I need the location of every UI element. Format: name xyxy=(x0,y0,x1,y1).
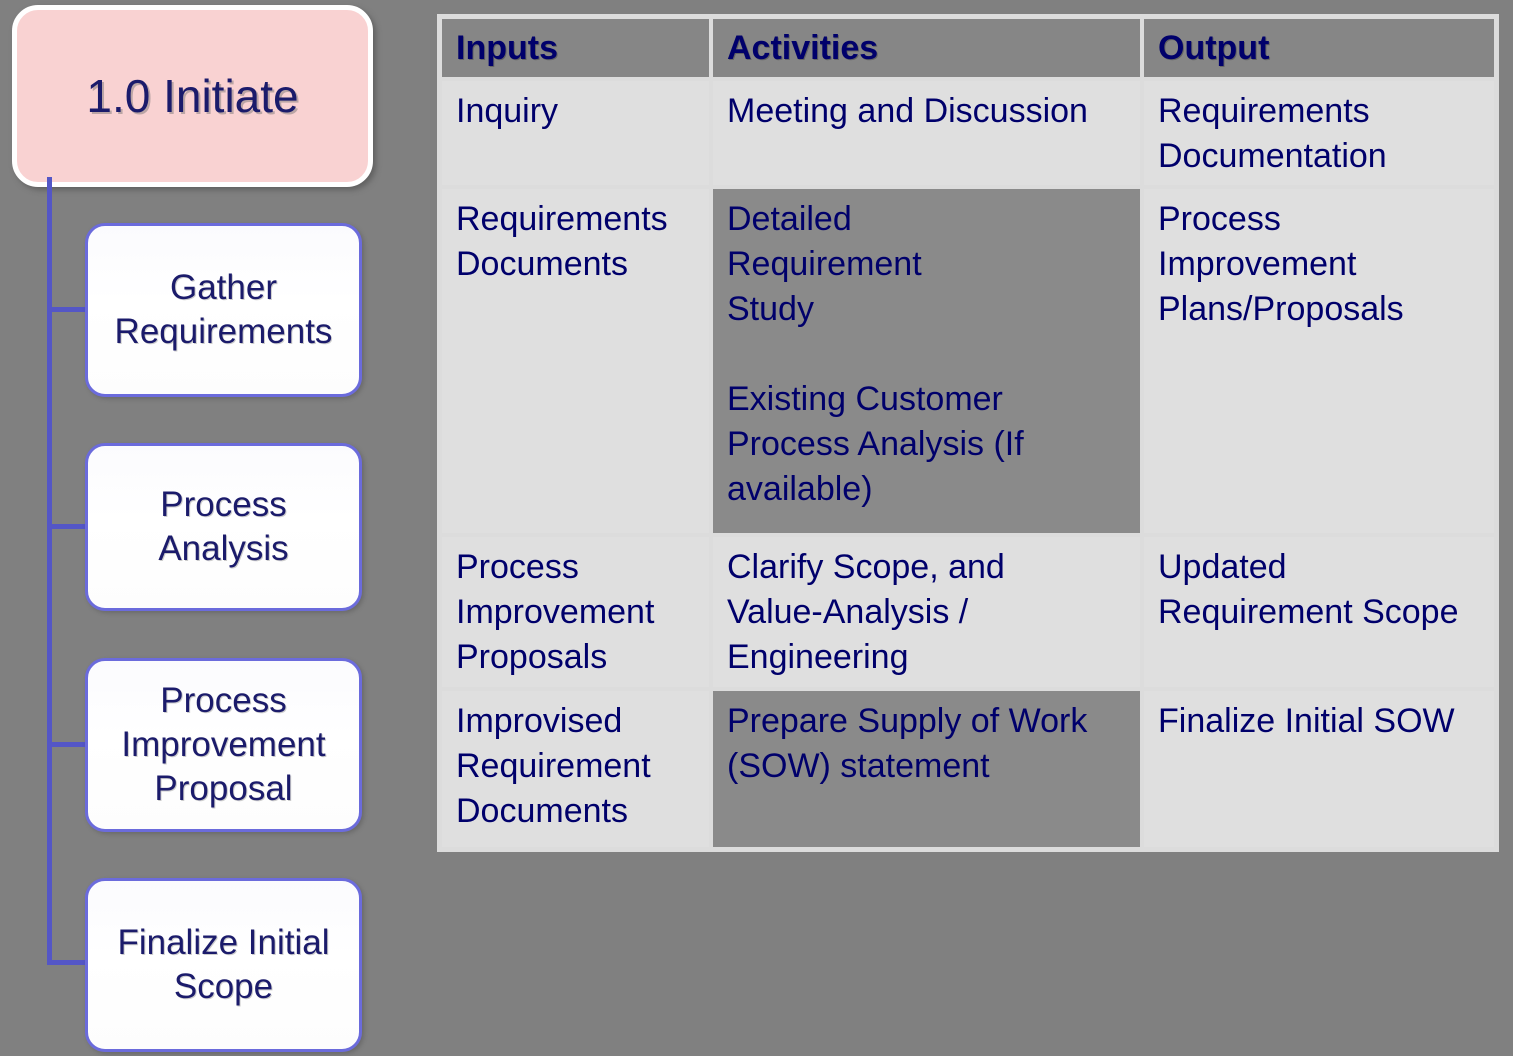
column-header-activities: Activities xyxy=(713,19,1140,77)
table-cell-output: Updated Requirement Scope xyxy=(1144,537,1494,687)
child-box-gather-requirements: Gather Requirements xyxy=(85,223,362,397)
root-process-label: 1.0 Initiate xyxy=(86,70,299,122)
table-cell-inputs: Requirements Documents xyxy=(442,189,709,533)
child-box-label: Gather Requirements xyxy=(114,268,333,351)
table-cell-activities: Prepare Supply of Work (SOW) statement xyxy=(713,691,1140,847)
root-process-box: 1.0 Initiate xyxy=(12,5,373,187)
child-box-process-improvement-proposal: Process Improvement Proposal xyxy=(85,658,362,832)
table-cell-activities: Clarify Scope, and Value-Analysis / Engi… xyxy=(713,537,1140,687)
table-cell-inputs: Improvised Requirement Documents xyxy=(442,691,709,847)
table-cell-activities: Detailed Requirement Study Existing Cust… xyxy=(713,189,1140,533)
child-box-process-analysis: Process Analysis xyxy=(85,443,362,611)
column-header-inputs: Inputs xyxy=(442,19,709,77)
connector-stub-gather-requirements xyxy=(47,307,85,312)
connector-stub-process-improvement-proposal xyxy=(47,742,85,747)
child-box-label: Finalize Initial Scope xyxy=(117,923,330,1006)
column-header-output: Output xyxy=(1144,19,1494,77)
table-cell-output: Finalize Initial SOW xyxy=(1144,691,1494,847)
table-cell-inputs: Process Improvement Proposals xyxy=(442,537,709,687)
connector-stub-process-analysis xyxy=(47,524,85,529)
table-cell-inputs: Inquiry xyxy=(442,81,709,185)
table-cell-activities: Meeting and Discussion xyxy=(713,81,1140,185)
table-cell-output: Requirements Documentation xyxy=(1144,81,1494,185)
table-cell-output: Process Improvement Plans/Proposals xyxy=(1144,189,1494,533)
connector-stub-finalize-initial-scope xyxy=(47,960,85,965)
child-box-label: Process Improvement Proposal xyxy=(121,681,326,808)
child-box-finalize-initial-scope: Finalize Initial Scope xyxy=(85,878,362,1052)
inputs-activities-output-table: Inputs Activities Output Inquiry Meeting… xyxy=(437,14,1499,852)
child-box-label: Process Analysis xyxy=(158,485,289,568)
connector-trunk xyxy=(47,177,52,965)
